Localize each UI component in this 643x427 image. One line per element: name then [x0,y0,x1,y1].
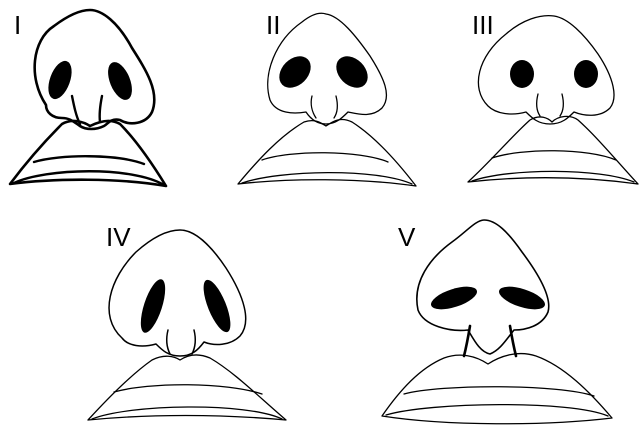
panel-3-right-nostril [574,60,598,88]
panel-2-label: II [266,10,280,40]
panel-4-right-nostril [198,277,236,336]
panel-4-lips [88,355,286,420]
panel-5-label: V [398,222,416,252]
panel-3-nose [478,16,614,124]
panel-4: IV [88,222,286,420]
panel-5-lips [382,354,612,424]
panel-2-right-nostril [330,50,374,94]
panel-5-right-nostril [496,282,547,314]
panel-1-label: I [14,10,21,40]
panel-1-right-nostril [103,59,137,104]
panel-3: III [468,10,638,184]
panel-2-nose [268,13,387,124]
panel-2: II [238,10,416,186]
panel-3-label: III [472,10,494,40]
panel-5: V [382,220,612,424]
panel-1-lips [10,121,166,186]
panel-4-left-nostril [136,277,170,336]
panel-3-left-nostril [510,60,534,88]
panel-4-label: IV [106,222,131,252]
panel-2-lips [238,119,416,186]
panel-1: I [10,10,166,186]
panel-5-left-nostril [428,282,479,314]
panel-3-lips [468,116,638,184]
panel-5-nose [417,220,549,356]
panel-2-left-nostril [273,50,317,94]
panel-1-nose [35,10,155,129]
